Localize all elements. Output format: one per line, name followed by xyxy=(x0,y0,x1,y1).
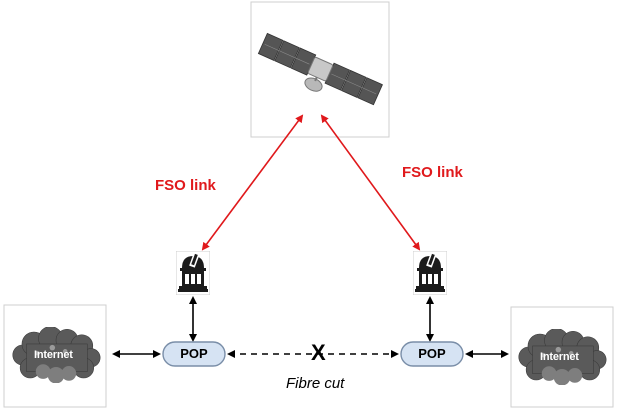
pop-label-right: POP xyxy=(418,346,446,361)
fso-link-right xyxy=(320,114,421,251)
pop-label-left: POP xyxy=(180,346,208,361)
fso-link-left xyxy=(201,114,304,251)
satellite-icon xyxy=(257,32,383,106)
fibre-cut-label: Fibre cut xyxy=(286,375,345,392)
fso-link-label-right: FSO link xyxy=(402,164,463,181)
internet-label-right: Internet xyxy=(540,351,579,363)
internet-label-left: Internet xyxy=(34,349,73,361)
pop-node-left xyxy=(162,341,226,367)
fso-link-label-left: FSO link xyxy=(155,177,216,194)
observatory-icon xyxy=(176,251,210,295)
observatory-icon xyxy=(413,251,447,295)
fibre-cut-mark: X xyxy=(311,340,326,365)
pop-node-right xyxy=(400,341,464,367)
